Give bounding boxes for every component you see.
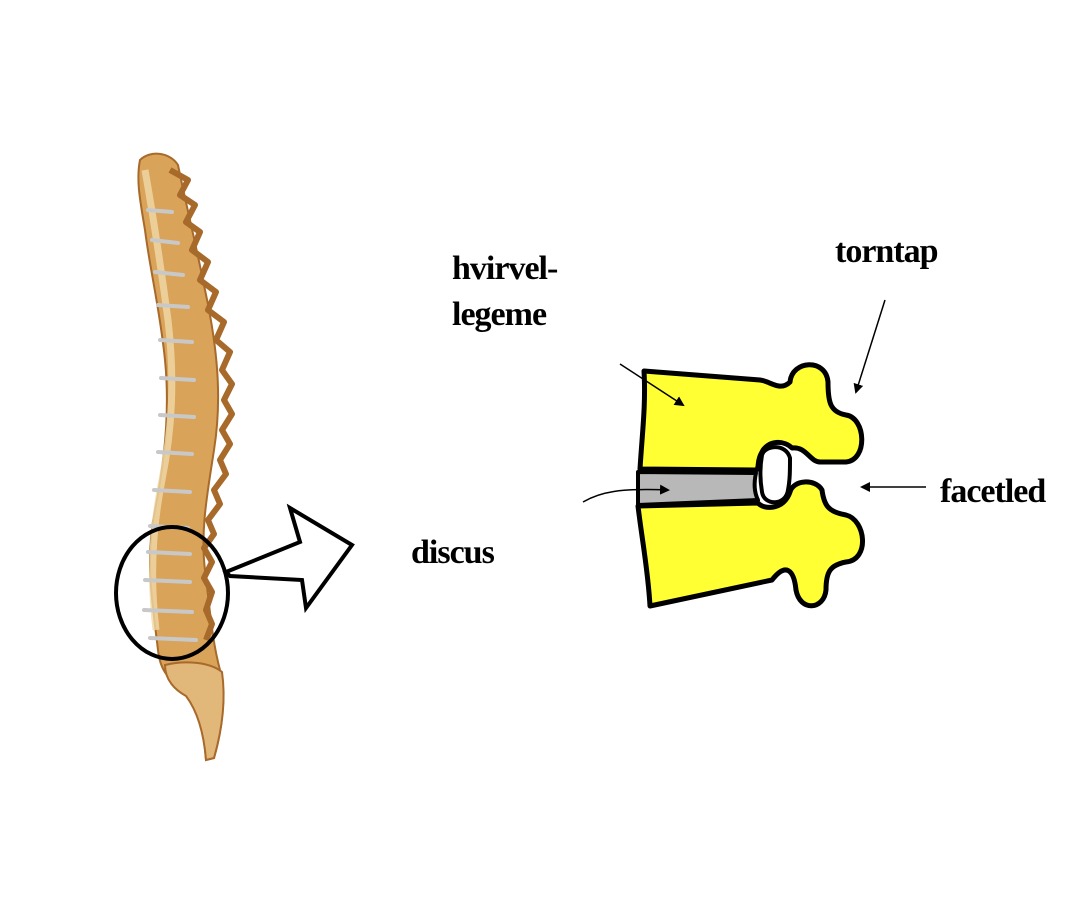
spine-illustration — [138, 154, 232, 760]
label-vertebral-body-line2: legeme — [452, 296, 547, 333]
facet-joint-space — [761, 447, 791, 502]
zoom-arrow — [226, 508, 352, 608]
spinous-process-pointer — [856, 300, 885, 392]
label-facet-joint: facetled — [940, 473, 1046, 510]
sacrum — [165, 662, 224, 760]
disc-shape — [638, 472, 758, 505]
label-spinous-process: torntap — [835, 233, 938, 270]
label-vertebral-body-line1: hvirvel- — [452, 250, 558, 287]
vertebra-schematic — [638, 365, 863, 606]
label-disc: discus — [411, 534, 495, 571]
upper-vertebra — [640, 365, 862, 470]
